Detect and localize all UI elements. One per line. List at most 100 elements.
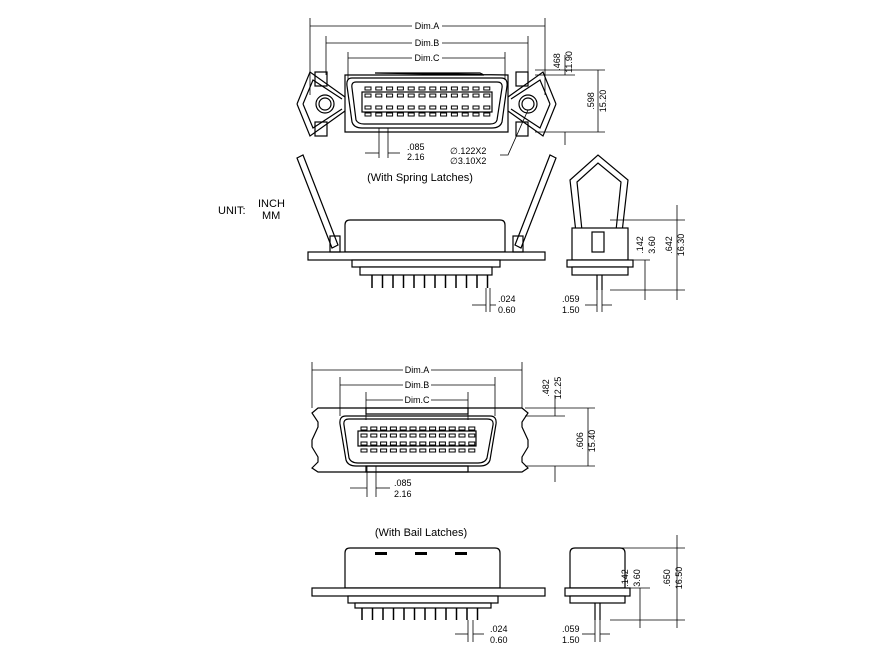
spring-end-w-inch: .059 — [562, 294, 580, 304]
contact-pin — [440, 112, 448, 117]
contact-pin — [380, 433, 388, 438]
bail-side-view: .024 0.60 — [311, 547, 546, 645]
contact-pin — [419, 448, 427, 453]
contact-pin — [418, 105, 426, 110]
spring-end-b-mm: 16.30 — [676, 234, 686, 257]
contact-pin — [370, 441, 378, 446]
spring-end-a-inch: .142 — [635, 236, 645, 254]
contact-pin — [438, 441, 446, 446]
contact-pin — [458, 426, 466, 431]
spring-end-view: .142 3.60 .642 16.30 .059 1.50 — [562, 154, 686, 315]
contact-pin — [407, 93, 415, 98]
contact-pin — [440, 86, 448, 91]
contact-pin — [461, 112, 469, 117]
bail-end-w-mm: 1.50 — [562, 635, 580, 645]
contact-pin — [389, 426, 397, 431]
spring-hole-mm: ∅3.10X2 — [450, 156, 486, 166]
spring-hole-inch: ∅.122X2 — [450, 146, 486, 156]
contact-pin — [396, 93, 404, 98]
contact-pin — [389, 441, 397, 446]
contact-pin — [450, 86, 458, 91]
bail-end-b-mm: 16.50 — [674, 567, 684, 590]
contact-pin — [483, 86, 491, 91]
pin-array — [364, 86, 491, 117]
contact-pin — [429, 441, 437, 446]
contact-pin — [380, 448, 388, 453]
contact-pin — [418, 93, 426, 98]
unit-mm: MM — [262, 210, 280, 222]
spring-h1-inch: .468 — [552, 53, 562, 71]
contact-pin — [429, 112, 437, 117]
contact-pin — [360, 426, 368, 431]
contact-pin — [375, 86, 383, 91]
contact-pin — [419, 433, 427, 438]
contact-pin — [375, 112, 383, 117]
contact-pin — [364, 93, 372, 98]
contact-pin — [472, 93, 480, 98]
bail-end-view: .142 3.60 .650 16.50 .059 1.50 — [562, 535, 685, 645]
unit-inch: INCH — [258, 198, 285, 210]
contact-pin — [396, 112, 404, 117]
contact-pin — [472, 86, 480, 91]
spring-pitch-mm: 2.16 — [407, 152, 425, 162]
unit-legend: UNIT: INCH MM — [218, 198, 285, 222]
spring-end-w-mm: 1.50 — [562, 305, 580, 315]
contact-pin — [450, 105, 458, 110]
spring-h2-inch: .598 — [586, 92, 596, 110]
contact-pin — [360, 441, 368, 446]
contact-pin — [440, 93, 448, 98]
bail-h2-inch: .606 — [575, 432, 585, 450]
contact-pin — [360, 433, 368, 438]
bail-pin-mm: 0.60 — [490, 635, 508, 645]
spring-pin-mm: 0.60 — [498, 305, 516, 315]
contact-pin — [396, 86, 404, 91]
contact-pin — [438, 433, 446, 438]
contact-pin — [438, 448, 446, 453]
contact-pin — [461, 105, 469, 110]
bail-top-view: Dim.A Dim.B Dim.C .482 12.25 .606 15.40 … — [311, 362, 597, 539]
contact-pin — [450, 112, 458, 117]
contact-pin — [448, 433, 456, 438]
contact-pin — [429, 105, 437, 110]
contact-pin — [380, 426, 388, 431]
contact-pin — [407, 105, 415, 110]
contact-pin — [418, 86, 426, 91]
bail-h1-mm: 12.25 — [553, 377, 563, 400]
contact-pin — [386, 86, 394, 91]
bail-dim-b-label: Dim.B — [405, 380, 430, 390]
contact-pin — [386, 105, 394, 110]
dim-c-label: Dim.C — [415, 53, 440, 63]
contact-pin — [468, 441, 476, 446]
contact-pin — [440, 105, 448, 110]
bail-pitch-mm: 2.16 — [394, 489, 412, 499]
spring-caption: (With Spring Latches) — [367, 172, 473, 184]
contact-pin — [448, 448, 456, 453]
contact-pin — [399, 433, 407, 438]
contact-pin — [448, 441, 456, 446]
contact-pin — [364, 112, 372, 117]
contact-pin — [458, 448, 466, 453]
bail-caption: (With Bail Latches) — [375, 527, 467, 539]
bail-pitch-inch: .085 — [394, 478, 412, 488]
spring-h1-mm: 11.90 — [564, 51, 574, 73]
bail-pin-array — [360, 426, 476, 453]
contact-pin — [468, 433, 476, 438]
dim-a-label: Dim.A — [415, 21, 440, 31]
contact-pin — [409, 426, 417, 431]
bail-end-b-inch: .650 — [662, 569, 672, 587]
contact-pin — [380, 441, 388, 446]
contact-pin — [409, 441, 417, 446]
contact-pin — [409, 448, 417, 453]
contact-pin — [429, 433, 437, 438]
contact-pin — [429, 426, 437, 431]
contact-pin — [450, 93, 458, 98]
contact-pin — [389, 433, 397, 438]
spring-end-a-mm: 3.60 — [647, 236, 657, 254]
bail-end-a-inch: .142 — [620, 569, 630, 587]
contact-pin — [360, 448, 368, 453]
contact-pin — [399, 441, 407, 446]
contact-pin — [483, 93, 491, 98]
contact-pin — [438, 426, 446, 431]
contact-pin — [396, 105, 404, 110]
